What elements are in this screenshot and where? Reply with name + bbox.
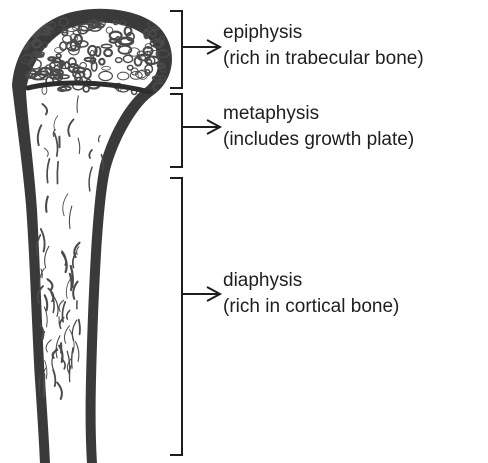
trabecula: [22, 28, 29, 35]
trabecula: [35, 22, 47, 25]
region-note-diaphysis: (rich in cortical bone): [223, 294, 399, 320]
region-name-epiphysis: epiphysis: [223, 20, 424, 46]
trabecula: [33, 24, 39, 29]
arrow-metaphysis: [183, 120, 220, 134]
trabecula: [57, 162, 58, 184]
bracket-diaphysis: [170, 178, 182, 455]
arrow-diaphysis: [183, 287, 220, 301]
bracket-epiphysis: [170, 11, 182, 88]
label-epiphysis: epiphysis (rich in trabecular bone): [223, 20, 424, 72]
region-note-metaphysis: (includes growth plate): [223, 127, 414, 153]
arrow-epiphysis: [183, 40, 220, 54]
region-name-metaphysis: metaphysis: [223, 101, 414, 127]
region-note-epiphysis: (rich in trabecular bone): [223, 46, 424, 72]
trabecula: [162, 21, 166, 26]
trabecula: [33, 21, 41, 29]
bracket-metaphysis: [170, 94, 182, 167]
label-diaphysis: diaphysis (rich in cortical bone): [223, 268, 399, 320]
label-metaphysis: metaphysis (includes growth plate): [223, 101, 414, 153]
trabecula: [159, 19, 164, 26]
region-name-diaphysis: diaphysis: [223, 268, 399, 294]
